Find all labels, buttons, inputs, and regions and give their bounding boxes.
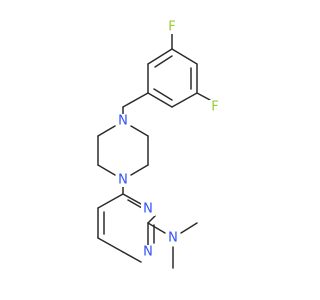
bond-ar5-ar6 — [147, 92, 173, 108]
atom-nitrogen-piperazine-bottom: N — [116, 173, 130, 188]
bond-pyr-c6-c5 — [97, 237, 124, 253]
bond-ar-double-3 — [153, 88, 173, 101]
atom-nitrogen-piperazine-top: N — [116, 114, 130, 129]
bond-pyr-n3-c2 — [147, 215, 156, 224]
atom-label-n-pyr-1: N — [143, 202, 153, 217]
bond-ar-double-1 — [154, 55, 173, 68]
bond-namine-me1 — [180, 222, 198, 234]
bond-pyr-c4-c4 — [97, 193, 124, 209]
bond-c2-namine — [147, 222, 166, 234]
atom-fluorine-right: F — [209, 100, 222, 115]
bond-ar4-ar5 — [171, 92, 198, 108]
atom-label-f-top: F — [168, 20, 175, 35]
bond-ar4-f-right — [196, 92, 211, 101]
bond-ar2-ar3 — [171, 48, 198, 65]
bond-ar6-ch2 — [122, 92, 149, 108]
bond-pip-n-c3 — [97, 164, 116, 176]
atom-nitrogen-amine: N — [166, 231, 180, 246]
atom-label-f-right: F — [211, 100, 218, 115]
bond-pip-c4-n — [97, 125, 116, 137]
bond-pip-n-c1 — [130, 125, 149, 137]
atom-label-n-pip-top: N — [118, 114, 128, 129]
bond-pyr-n1-c6 — [122, 251, 142, 263]
molecule-structure: F F N N N N N — [97, 19, 222, 269]
atom-fluorine-top: F — [166, 20, 179, 35]
bond-pyr-c4-n3 — [122, 193, 142, 205]
atom-labels: F F N N N N N — [116, 20, 222, 260]
atom-nitrogen-pyrimidine-1: N — [141, 202, 155, 217]
bond-pyr-double-2 — [127, 199, 143, 209]
bond-ar1-ar2 — [147, 48, 173, 65]
atom-label-n-amine: N — [168, 231, 178, 246]
bonds — [97, 32, 211, 269]
atom-nitrogen-pyrimidine-2: N — [141, 245, 155, 260]
bond-pip-c2-n — [130, 164, 149, 176]
atom-label-n-pyr-2: N — [143, 245, 153, 260]
atom-label-n-pip-bottom: N — [118, 173, 128, 188]
